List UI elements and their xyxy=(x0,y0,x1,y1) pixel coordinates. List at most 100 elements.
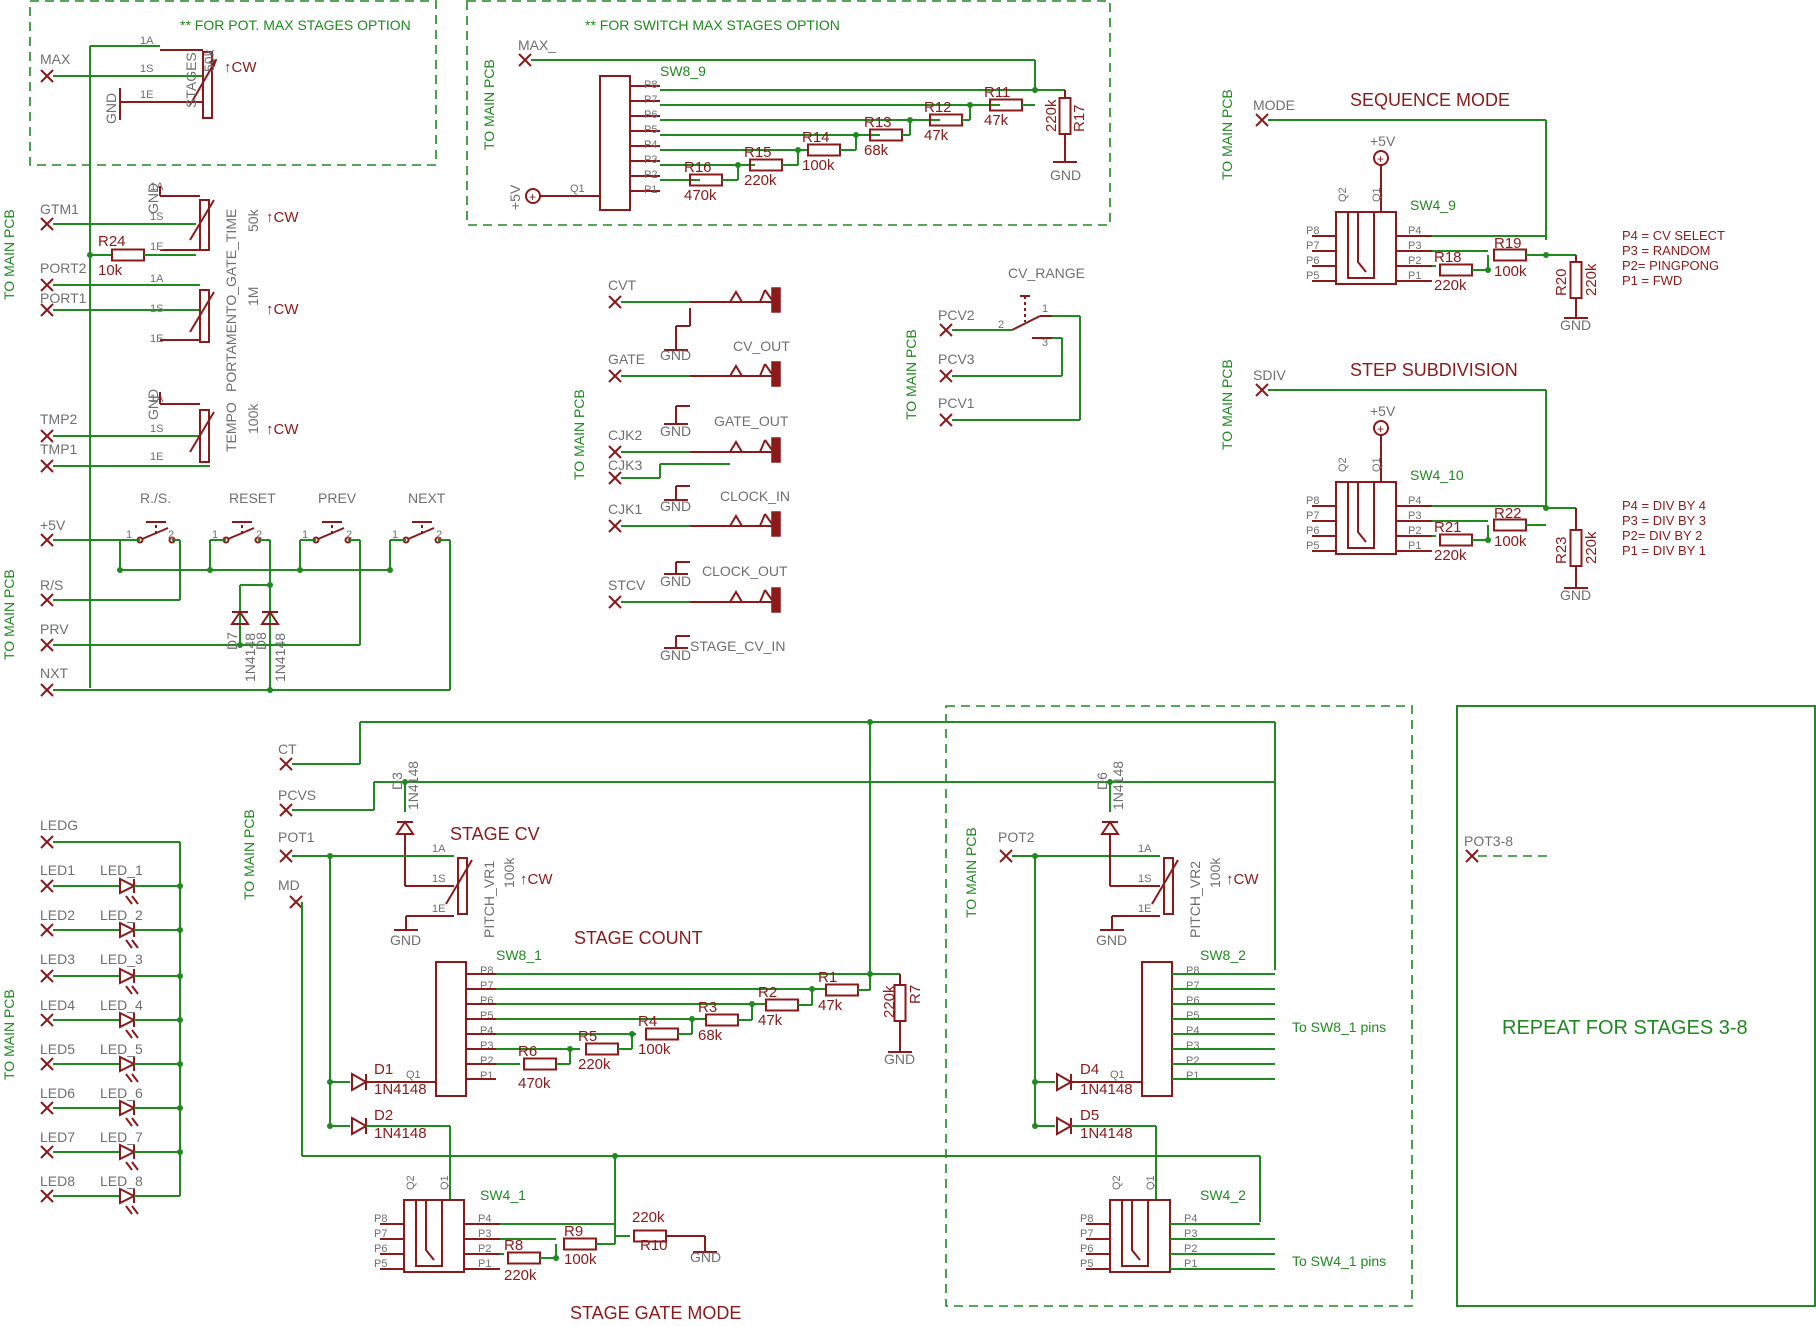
diode-d5: D5 1N4148 xyxy=(1056,1107,1133,1142)
svg-text:CLOCK_OUT: CLOCK_OUT xyxy=(702,563,788,579)
title-stage-cv: STAGE CV xyxy=(450,824,540,844)
svg-text:R16: R16 xyxy=(684,159,712,176)
svg-text:LED_6: LED_6 xyxy=(100,1085,143,1101)
cv-range-switch: 2 1 3 xyxy=(998,295,1052,349)
svg-text:100k: 100k xyxy=(802,157,835,174)
svg-text:TO MAIN PCB: TO MAIN PCB xyxy=(903,329,919,420)
svg-text:GND: GND xyxy=(690,1249,721,1265)
switch-option-note: ** FOR SWITCH MAX STAGES OPTION xyxy=(585,17,840,33)
diode-d2: D2 1N4148 xyxy=(351,1107,427,1142)
svg-text:100k: 100k xyxy=(638,1041,671,1058)
svg-text:P6: P6 xyxy=(1186,995,1199,1007)
net-pcv3: PCV3 xyxy=(938,351,975,367)
svg-text:P5: P5 xyxy=(1306,540,1319,552)
sw8-9-label: SW8_9 xyxy=(660,63,706,79)
svg-text:1: 1 xyxy=(1042,303,1048,315)
svg-text:1S: 1S xyxy=(150,303,163,315)
svg-text:Q1: Q1 xyxy=(570,183,585,195)
net-port2: PORT2 xyxy=(40,260,87,276)
svg-text:P8: P8 xyxy=(1306,495,1319,507)
svg-text:P8: P8 xyxy=(1186,965,1199,977)
net-nxt: NXT xyxy=(40,665,68,681)
svg-text:220k: 220k xyxy=(881,985,898,1018)
svg-text:LED_7: LED_7 xyxy=(100,1129,143,1145)
svg-text:GND: GND xyxy=(1560,587,1591,603)
svg-text:R24: R24 xyxy=(98,233,126,250)
svg-text:PITCH_VR2: PITCH_VR2 xyxy=(1187,861,1203,938)
svg-text:CV_OUT: CV_OUT xyxy=(733,338,790,354)
svg-text:GND: GND xyxy=(660,498,691,514)
svg-text:LED6: LED6 xyxy=(40,1085,75,1101)
title-stage-count: STAGE COUNT xyxy=(574,928,703,948)
svg-text:1N4148: 1N4148 xyxy=(374,1081,427,1098)
jack-cv-out xyxy=(689,287,781,313)
sw4-2: Q2 Q1 P8 P7 P6 P5 P4 P3 P2 P1 xyxy=(1080,1175,1197,1273)
sw4-1: Q2 Q1 P8 P7 P6 P5 P4 P3 P2 P1 xyxy=(374,1175,500,1273)
svg-text:P2: P2 xyxy=(1408,525,1421,537)
svg-text:2: 2 xyxy=(346,529,352,541)
svg-text:P2: P2 xyxy=(1408,255,1421,267)
svg-text:1E: 1E xyxy=(150,451,163,463)
svg-text:LED4: LED4 xyxy=(40,997,75,1013)
jack-clock-out xyxy=(689,511,781,537)
svg-text:P7: P7 xyxy=(1306,240,1319,252)
button-prev[interactable]: PREV 1 2 xyxy=(302,490,357,544)
svg-text:D8: D8 xyxy=(253,632,269,650)
svg-text:P6: P6 xyxy=(644,109,657,121)
sw8-2: P8 P7 P6 P5 P4 P3 P2 P1 Q1 xyxy=(1110,961,1199,1097)
svg-text:P7: P7 xyxy=(644,94,657,106)
svg-text:P2: P2 xyxy=(644,169,657,181)
button-reset[interactable]: RESET 1 2 xyxy=(212,490,276,544)
svg-text:LED_5: LED_5 xyxy=(100,1041,143,1057)
tempo-pot: 1A 1S 1E xyxy=(150,393,215,463)
svg-text:LED_3: LED_3 xyxy=(100,951,143,967)
svg-text:R23: R23 xyxy=(1553,536,1570,564)
svg-text:P2: P2 xyxy=(480,1055,493,1067)
legend-step-subdivision: P4 = DIV BY 4 P3 = DIV BY 3 P2= DIV BY 2… xyxy=(1622,498,1706,558)
svg-text:P2: P2 xyxy=(1184,1243,1197,1255)
svg-text:GND: GND xyxy=(145,389,161,420)
net-prv: PRV xyxy=(40,621,69,637)
svg-text:LED_1: LED_1 xyxy=(100,862,143,878)
svg-text:Q2: Q2 xyxy=(1337,457,1349,472)
net-pcv2: PCV2 xyxy=(938,307,975,323)
net-cjk3: CJK3 xyxy=(608,457,642,473)
svg-text:P1: P1 xyxy=(478,1258,491,1270)
svg-text:P1: P1 xyxy=(1408,270,1421,282)
button-next[interactable]: NEXT 1 2 xyxy=(392,490,446,544)
to-main-pcb-2: TO MAIN PCB xyxy=(1,569,17,660)
pitch-vr2: 1A 1S 1E PITCH_VR2 100k xyxy=(1138,843,1223,938)
svg-text:220k: 220k xyxy=(632,1209,665,1226)
svg-text:P6: P6 xyxy=(374,1243,387,1255)
svg-text:↑CW: ↑CW xyxy=(266,301,299,318)
svg-text:P8: P8 xyxy=(480,965,493,977)
legend-sequence-mode: P4 = CV SELECT P3 = RANDOM P2= PINGPONG … xyxy=(1622,228,1725,288)
svg-text:GND: GND xyxy=(1096,932,1127,948)
button-rs[interactable]: R./S. 1 2 xyxy=(126,490,176,544)
net-stcv: STCV xyxy=(608,577,646,593)
svg-text:1M: 1M xyxy=(245,287,261,306)
svg-text:LED_4: LED_4 xyxy=(100,997,143,1013)
jack-clock-in xyxy=(689,437,781,463)
title-stage-gate-mode: STAGE GATE MODE xyxy=(570,1303,741,1323)
svg-text:1S: 1S xyxy=(1138,873,1151,885)
svg-text:+5V: +5V xyxy=(1370,403,1396,419)
to-main-pcb-1: TO MAIN PCB xyxy=(1,209,17,300)
svg-text:RESET: RESET xyxy=(229,490,276,506)
svg-text:P4: P4 xyxy=(480,1025,493,1037)
svg-text:LED2: LED2 xyxy=(40,907,75,923)
svg-text:R3: R3 xyxy=(698,999,717,1016)
cw-stages: ↑CW xyxy=(224,59,257,76)
svg-text:47k: 47k xyxy=(924,127,949,144)
svg-text:220k: 220k xyxy=(1434,547,1467,564)
svg-text:Q1: Q1 xyxy=(1145,1175,1157,1190)
svg-text:GND: GND xyxy=(884,1051,915,1067)
svg-text:220k: 220k xyxy=(1583,531,1600,564)
svg-text:R17: R17 xyxy=(1071,104,1088,132)
net-pcv1: PCV1 xyxy=(938,395,975,411)
svg-text:50k: 50k xyxy=(201,48,217,72)
net-5v: +5V xyxy=(40,517,66,533)
svg-text:R13: R13 xyxy=(864,114,892,131)
diode-d8: D8 1N4148 xyxy=(253,610,288,682)
